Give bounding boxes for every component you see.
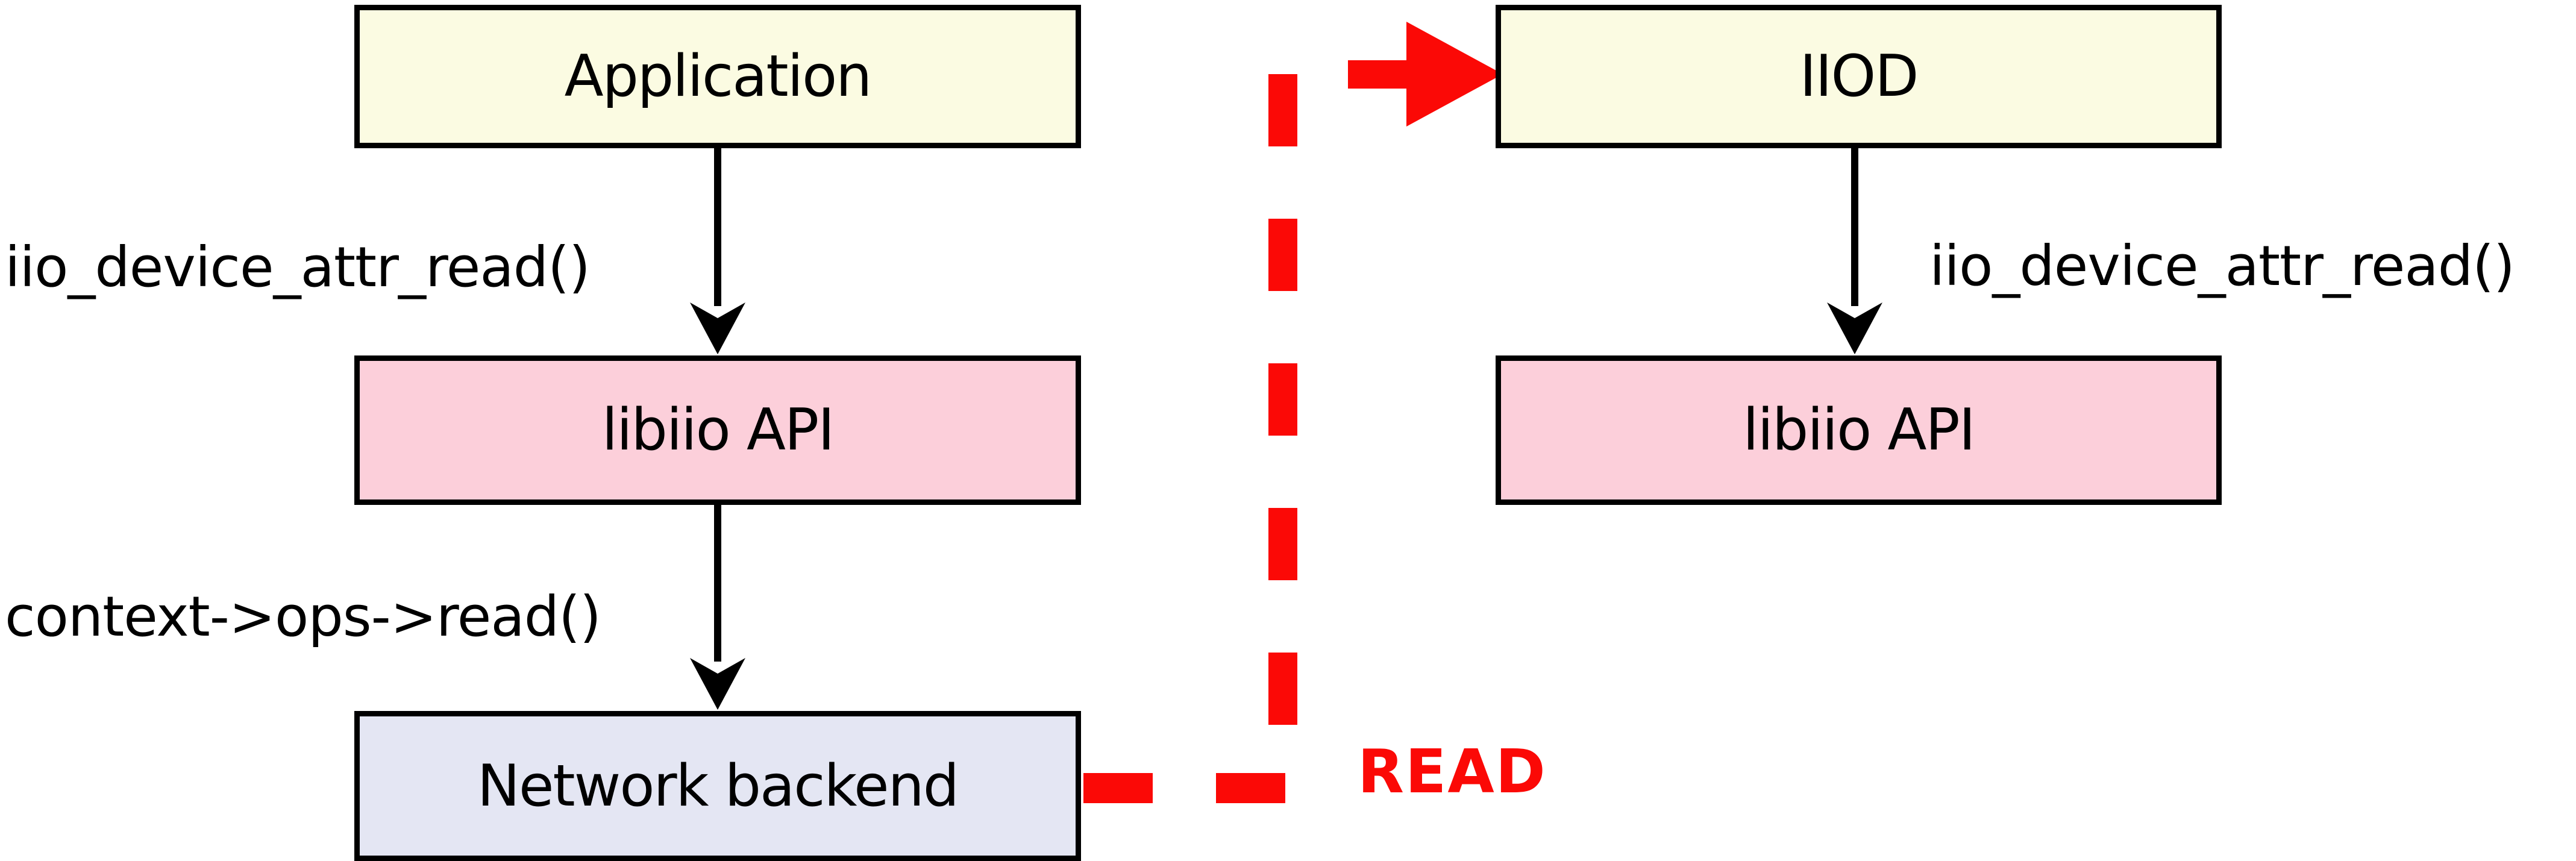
box-libiio-api-left-label: libiio API: [601, 397, 835, 463]
arrow-head: [690, 302, 745, 354]
box-network-backend-label: Network backend: [477, 753, 959, 819]
edge-label-context-ops-read: context->ops->read(): [5, 584, 601, 649]
edge-label-left-iio-device-attr-read: iio_device_attr_read(): [5, 235, 591, 299]
arrow-application-to-libiio: [690, 148, 745, 354]
arrow-head: [1827, 302, 1882, 354]
arrow-head: [690, 658, 745, 710]
box-application-label: Application: [564, 43, 873, 110]
read-dashed-path: [1083, 22, 1503, 803]
box-network-backend: Network backend: [354, 711, 1081, 861]
box-libiio-api-right: libiio API: [1496, 355, 2222, 505]
read-arrow-shaft: [1348, 60, 1415, 89]
box-iiod: IIOD: [1496, 5, 2222, 148]
read-arrow-head: [1406, 22, 1503, 127]
arrow-iiod-to-libiio: [1827, 148, 1882, 354]
box-application: Application: [354, 5, 1081, 148]
box-libiio-api-right-label: libiio API: [1743, 397, 1975, 463]
box-libiio-api-left: libiio API: [354, 355, 1081, 505]
edge-label-right-iio-device-attr-read: iio_device_attr_read(): [1929, 234, 2515, 298]
box-iiod-label: IIOD: [1799, 43, 1919, 110]
read-flow-label: READ: [1358, 736, 1547, 807]
arrow-libiio-to-network-backend: [690, 505, 745, 710]
